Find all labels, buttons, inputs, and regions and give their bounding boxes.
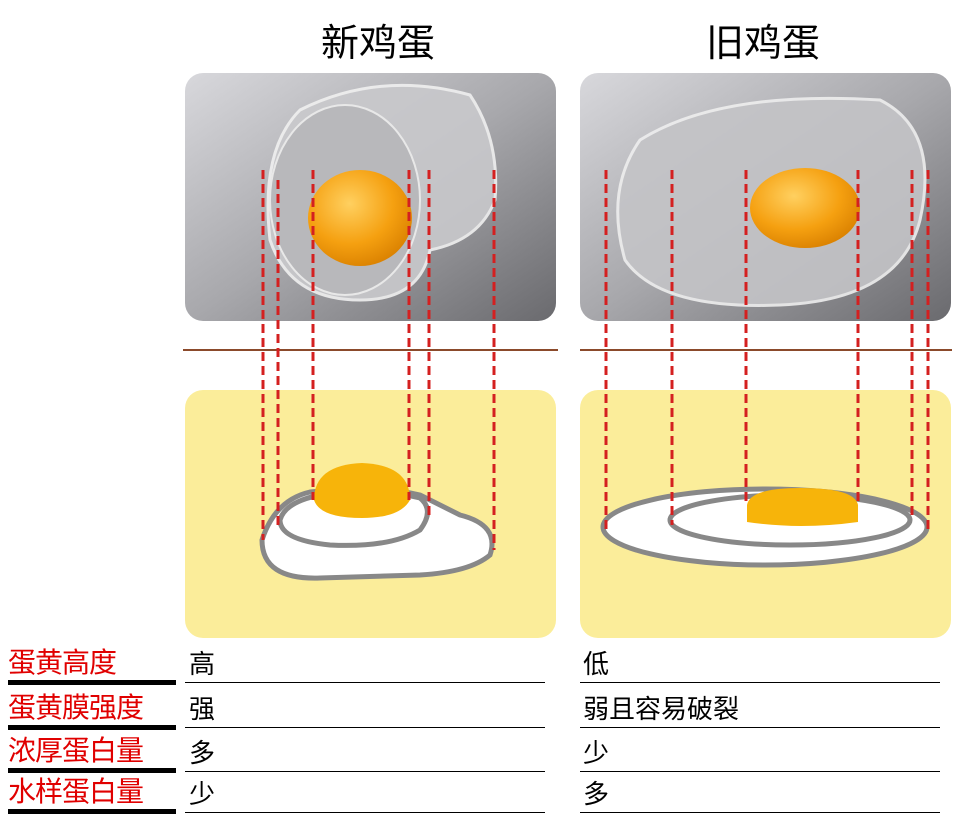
egg-illustration <box>183 73 952 638</box>
old-egg-title: 旧鸡蛋 <box>705 21 820 65</box>
fresh-thick-albumen: 多 <box>185 737 545 772</box>
row-label-yolk-height: 蛋黄高度 <box>8 646 176 685</box>
old-egg-photo <box>580 73 951 321</box>
fresh-egg-photo <box>185 73 556 321</box>
old-egg-schematic <box>600 486 930 568</box>
row-label-membrane-strength: 蛋黄膜强度 <box>8 691 176 730</box>
old-yolk-height: 低 <box>580 648 940 683</box>
old-membrane-strength: 弱且容易破裂 <box>580 693 940 728</box>
old-thick-albumen: 少 <box>580 737 940 772</box>
fresh-membrane-strength: 强 <box>185 693 545 728</box>
old-thin-albumen: 多 <box>580 778 940 813</box>
row-label-thin-albumen: 水样蛋白量 <box>8 775 176 814</box>
fresh-egg-title: 新鸡蛋 <box>320 21 435 65</box>
fresh-thin-albumen: 少 <box>185 778 545 813</box>
fresh-egg-schematic <box>259 463 495 581</box>
dashed-guide-lines <box>261 170 930 550</box>
row-label-thick-albumen: 浓厚蛋白量 <box>8 734 176 773</box>
fresh-yolk-height: 高 <box>185 648 545 683</box>
